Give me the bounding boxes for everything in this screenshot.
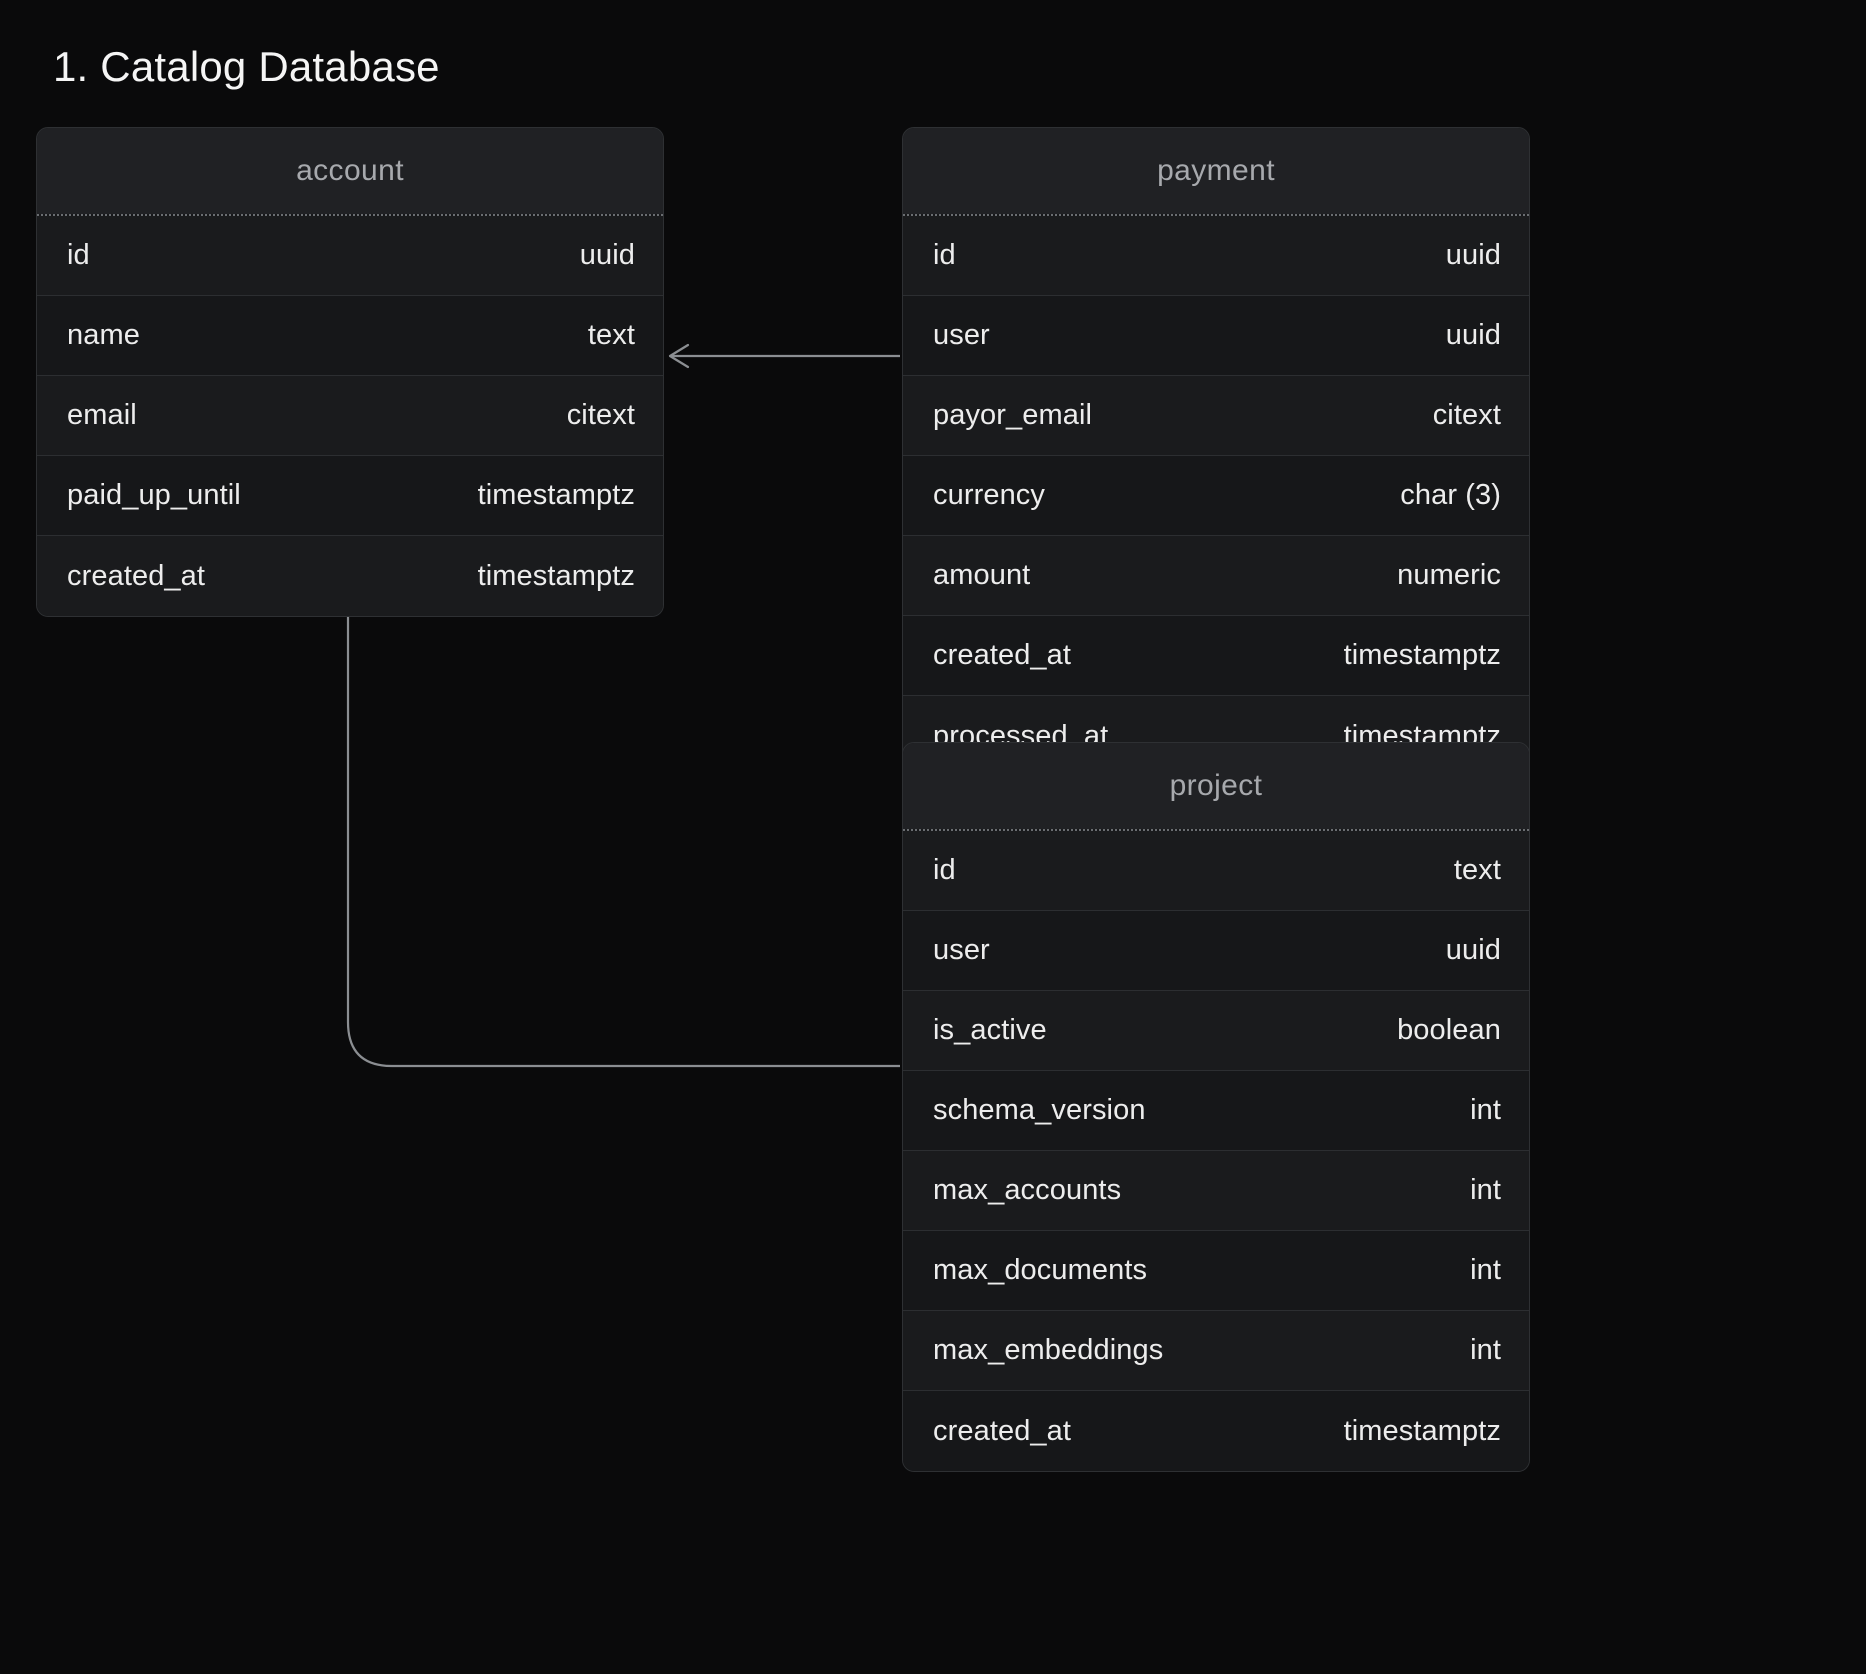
field-name: id — [933, 854, 956, 886]
table-row[interactable]: id text — [903, 831, 1529, 911]
field-name: created_at — [67, 559, 206, 592]
field-name: user — [933, 934, 990, 966]
field-type: numeric — [1397, 559, 1501, 591]
header-divider — [37, 214, 663, 216]
table-row[interactable]: paid_up_until timestamptz — [37, 456, 663, 536]
field-name: max_accounts — [933, 1174, 1122, 1206]
header-divider — [903, 829, 1529, 831]
table-row[interactable]: id uuid — [903, 216, 1529, 296]
table-row[interactable]: payor_email citext — [903, 376, 1529, 456]
header-divider — [903, 214, 1529, 216]
table-row[interactable]: max_embeddings int — [903, 1311, 1529, 1391]
field-type: timestamptz — [477, 559, 635, 592]
field-type: char (3) — [1400, 479, 1501, 511]
field-list-account: id uuid name text email citext paid_up_u… — [37, 216, 663, 616]
field-name: amount — [933, 559, 1031, 591]
table-row[interactable]: amount numeric — [903, 536, 1529, 616]
table-row[interactable]: created_at timestamptz — [903, 1391, 1529, 1471]
field-name: name — [67, 319, 140, 351]
field-name: max_embeddings — [933, 1334, 1164, 1366]
field-type: uuid — [1445, 239, 1501, 271]
table-row[interactable]: id uuid — [37, 216, 663, 296]
field-type: int — [1470, 1094, 1501, 1126]
field-type: citext — [566, 399, 635, 431]
field-type: text — [587, 319, 635, 351]
field-name: paid_up_until — [67, 479, 241, 511]
table-card-project[interactable]: project id text user uuid is_active bool… — [902, 742, 1530, 1472]
field-type: uuid — [579, 239, 635, 271]
table-row[interactable]: schema_version int — [903, 1071, 1529, 1151]
field-name: created_at — [933, 639, 1072, 671]
field-name: id — [933, 239, 956, 271]
field-type: int — [1470, 1334, 1501, 1366]
field-type: citext — [1432, 399, 1501, 431]
table-row[interactable]: created_at timestamptz — [37, 536, 663, 616]
field-type: int — [1470, 1174, 1501, 1206]
table-row[interactable]: user uuid — [903, 911, 1529, 991]
table-header-project: project — [903, 743, 1529, 829]
field-list-project: id text user uuid is_active boolean sche… — [903, 831, 1529, 1471]
field-type: int — [1470, 1254, 1501, 1286]
field-name: schema_version — [933, 1094, 1146, 1126]
field-type: uuid — [1445, 319, 1501, 351]
relationship-project-to-account — [335, 586, 900, 1068]
table-name-project: project — [1169, 769, 1263, 802]
table-card-account[interactable]: account id uuid name text email citext p… — [36, 127, 664, 617]
field-name: created_at — [933, 1414, 1072, 1447]
table-row[interactable]: max_accounts int — [903, 1151, 1529, 1231]
field-name: payor_email — [933, 399, 1093, 431]
relationship-payment-to-account — [668, 343, 900, 369]
field-list-payment: id uuid user uuid payor_email citext cur… — [903, 216, 1529, 776]
field-name: max_documents — [933, 1254, 1148, 1286]
table-header-account: account — [37, 128, 663, 214]
table-row[interactable]: email citext — [37, 376, 663, 456]
field-name: id — [67, 239, 90, 271]
table-name-payment: payment — [1157, 154, 1275, 187]
table-header-payment: payment — [903, 128, 1529, 214]
field-type: boolean — [1397, 1014, 1501, 1046]
field-name: email — [67, 399, 137, 431]
field-type: uuid — [1445, 934, 1501, 966]
field-type: timestamptz — [477, 479, 635, 511]
table-row[interactable]: name text — [37, 296, 663, 376]
field-type: timestamptz — [1343, 639, 1501, 671]
table-row[interactable]: is_active boolean — [903, 991, 1529, 1071]
table-row[interactable]: created_at timestamptz — [903, 616, 1529, 696]
table-row[interactable]: user uuid — [903, 296, 1529, 376]
table-name-account: account — [296, 154, 404, 187]
field-name: user — [933, 319, 990, 351]
field-name: currency — [933, 479, 1045, 511]
page-title: 1. Catalog Database — [53, 43, 440, 90]
table-row[interactable]: max_documents int — [903, 1231, 1529, 1311]
table-row[interactable]: currency char (3) — [903, 456, 1529, 536]
field-type: text — [1453, 854, 1501, 886]
field-name: is_active — [933, 1014, 1047, 1046]
field-type: timestamptz — [1343, 1414, 1501, 1447]
table-card-payment[interactable]: payment id uuid user uuid payor_email ci… — [902, 127, 1530, 777]
